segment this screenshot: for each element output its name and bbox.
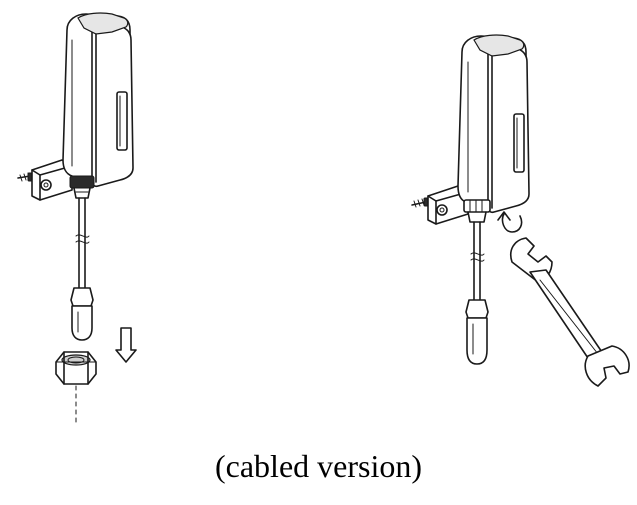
left-figure [17,12,137,427]
cable-icon [70,197,94,341]
rotate-arrow-icon [497,211,523,233]
wrench-icon [510,237,630,387]
right-figure [411,34,630,387]
down-arrow-icon [115,327,137,363]
cable-icon [465,221,489,365]
mounting-bracket-icon [427,185,469,225]
figure-caption: (cabled version) [214,448,422,484]
cable-gland-icon [463,199,491,223]
mounting-bracket-icon [31,159,73,201]
hex-nut-icon [55,351,97,385]
cable-gland-icon [69,175,95,199]
sensor-housing-icon [62,12,134,188]
sensor-housing-icon [457,34,530,214]
